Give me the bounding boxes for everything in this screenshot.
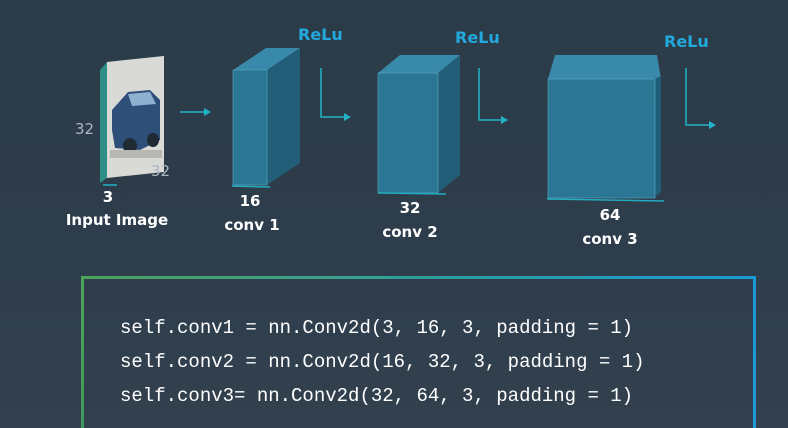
relu3-label: ReLu bbox=[664, 32, 709, 51]
input-depth-label: 3 bbox=[102, 188, 114, 206]
conv3-depth-tick bbox=[546, 198, 665, 202]
cnn-diagram bbox=[100, 48, 716, 202]
input-width-label: 32 bbox=[151, 162, 171, 180]
conv3-depth-label: 64 bbox=[599, 206, 621, 224]
input-image-side bbox=[100, 62, 107, 183]
conv1-depth-tick bbox=[231, 185, 271, 188]
relu2-arrow bbox=[478, 68, 508, 124]
relu1-arrow bbox=[320, 68, 351, 121]
conv3-name: conv 3 bbox=[582, 230, 638, 248]
code-line-conv1: self.conv1 = nn.Conv2d(3, 16, 3, padding… bbox=[120, 317, 634, 339]
code-line-conv3: self.conv3= nn.Conv2d(32, 64, 3, padding… bbox=[120, 385, 634, 407]
code-box: self.conv1 = nn.Conv2d(3, 16, 3, padding… bbox=[81, 276, 756, 428]
relu1-label: ReLu bbox=[298, 25, 343, 44]
relu2-label: ReLu bbox=[455, 28, 500, 47]
relu3-arrow bbox=[685, 68, 716, 129]
input-image bbox=[100, 56, 164, 186]
conv2-name: conv 2 bbox=[382, 223, 438, 241]
conv1-name: conv 1 bbox=[224, 216, 280, 234]
conv2-volume bbox=[377, 55, 460, 195]
conv2-depth-tick bbox=[377, 192, 447, 195]
car-icon bbox=[110, 90, 162, 158]
arrow-input-conv1 bbox=[180, 108, 211, 116]
conv3-volume bbox=[546, 55, 665, 202]
conv1-volume bbox=[231, 48, 300, 188]
code-line-conv2: self.conv2 = nn.Conv2d(16, 32, 3, paddin… bbox=[120, 351, 645, 373]
input-caption: Input Image bbox=[65, 211, 169, 229]
conv1-depth-label: 16 bbox=[239, 192, 261, 210]
input-height-label: 32 bbox=[75, 120, 95, 138]
conv2-depth-label: 32 bbox=[399, 199, 421, 217]
